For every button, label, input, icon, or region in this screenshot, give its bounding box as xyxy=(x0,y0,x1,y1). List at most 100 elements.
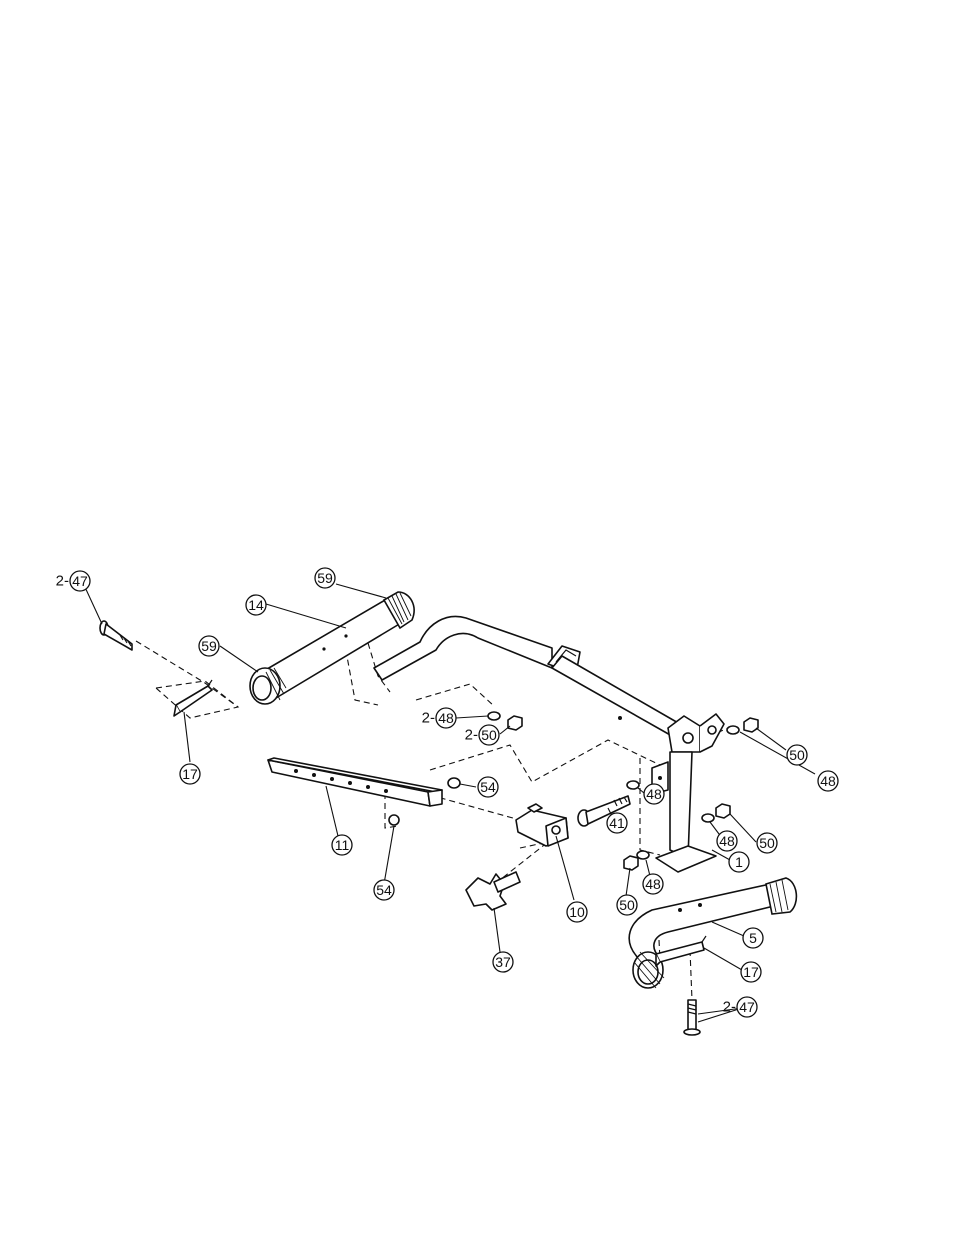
callout-number: 10 xyxy=(569,904,585,920)
callout-c-2-47-top: 472- xyxy=(56,570,91,592)
callout-circle xyxy=(198,635,220,657)
callout-c-2-50: 502- xyxy=(465,724,500,746)
callout-quantity-prefix: 2- xyxy=(465,727,478,744)
callout-number: 47 xyxy=(739,999,755,1015)
callout-circle xyxy=(492,951,514,973)
callout-c-1: 1 xyxy=(728,851,750,873)
nut-50-b xyxy=(743,717,759,733)
callout-number: 1 xyxy=(735,854,743,870)
washer-48-c xyxy=(626,780,640,790)
callout-circle xyxy=(606,812,628,834)
callout-number: 54 xyxy=(376,882,392,898)
callout-number: 5 xyxy=(749,930,757,946)
nut-50-a xyxy=(507,715,523,731)
nut-54-a xyxy=(447,777,461,789)
callout-number: 48 xyxy=(438,710,454,726)
callout-c-5: 5 xyxy=(742,927,764,949)
callout-c-48-mid: 48 xyxy=(643,783,665,805)
callout-number: 48 xyxy=(645,876,661,892)
callout-c-11: 11 xyxy=(331,834,353,856)
nut-54-b xyxy=(388,814,400,826)
adjustable-tube-11 xyxy=(267,757,443,807)
callout-c-50-right-top: 50 xyxy=(786,744,808,766)
callout-circle xyxy=(245,594,267,616)
callout-number: 48 xyxy=(820,773,836,789)
callout-circle xyxy=(477,776,499,798)
stabilizer-tube-14 xyxy=(261,595,407,699)
callout-c-37: 37 xyxy=(492,951,514,973)
callout-c-50-right-mid: 50 xyxy=(756,832,778,854)
callout-number: 54 xyxy=(480,779,496,795)
callout-number: 14 xyxy=(248,597,264,613)
callout-c-48-right-mid: 48 xyxy=(716,830,738,852)
washer-48-d xyxy=(701,813,715,823)
callout-circle xyxy=(643,783,665,805)
callout-circle xyxy=(331,834,353,856)
callout-circle xyxy=(716,830,738,852)
callout-circle xyxy=(756,832,778,854)
callout-c-2-48: 482- xyxy=(422,707,457,729)
callout-c-17-left: 17 xyxy=(179,763,201,785)
callout-c-54-bottom: 54 xyxy=(373,879,395,901)
callout-number: 37 xyxy=(495,954,511,970)
callout-circle xyxy=(740,961,762,983)
callout-number: 17 xyxy=(182,766,198,782)
callout-number: 50 xyxy=(759,835,775,851)
callout-circle xyxy=(728,851,750,873)
callout-quantity-prefix: 2- xyxy=(56,573,69,590)
callout-number: 41 xyxy=(609,815,625,831)
end-cap-59-left xyxy=(249,667,287,705)
main-frame-1 xyxy=(373,615,725,873)
callout-c-17-right: 17 xyxy=(740,961,762,983)
callout-circle xyxy=(478,724,500,746)
bolt-47-top xyxy=(99,620,133,651)
end-cap-59-top xyxy=(382,591,415,630)
callout-number: 47 xyxy=(72,573,88,589)
callout-circle xyxy=(616,894,638,916)
callout-circle xyxy=(435,707,457,729)
callout-number: 48 xyxy=(646,786,662,802)
callout-number: 11 xyxy=(335,837,350,853)
callout-number: 50 xyxy=(789,747,805,763)
callout-c-10: 10 xyxy=(566,901,588,923)
callout-c-2-47-bottom: 472- xyxy=(723,996,758,1018)
bracket-17-right xyxy=(655,935,707,967)
callout-c-48-bottom: 48 xyxy=(642,873,664,895)
callout-circle xyxy=(373,879,395,901)
callout-c-50-bottom: 50 xyxy=(616,894,638,916)
washer-48-e xyxy=(636,850,650,860)
washer-48-a xyxy=(487,711,501,721)
callout-circle xyxy=(736,996,758,1018)
callout-c-48-right-top: 48 xyxy=(817,770,839,792)
bracket-10 xyxy=(515,803,569,847)
bolt-41 xyxy=(577,795,631,827)
callout-circle xyxy=(786,744,808,766)
callout-circle xyxy=(314,567,336,589)
callout-number: 59 xyxy=(201,638,217,654)
callout-c-59-left: 59 xyxy=(198,635,220,657)
callout-circle xyxy=(642,873,664,895)
end-cap-rear-top xyxy=(765,877,798,915)
leader-lines xyxy=(83,583,816,1023)
callout-circle xyxy=(566,901,588,923)
washer-48-b xyxy=(726,725,740,735)
callout-number: 50 xyxy=(619,897,635,913)
callout-c-54-top: 54 xyxy=(477,776,499,798)
callout-number: 48 xyxy=(719,833,735,849)
callout-number: 17 xyxy=(743,964,759,980)
callout-circle xyxy=(742,927,764,949)
callout-number: 50 xyxy=(481,727,497,743)
callout-circle xyxy=(179,763,201,785)
callout-c-14: 14 xyxy=(245,594,267,616)
bracket-17-left xyxy=(173,679,213,717)
callout-c-59-top: 59 xyxy=(314,567,336,589)
callout-quantity-prefix: 2- xyxy=(723,999,736,1016)
hardware-set xyxy=(388,711,759,871)
nut-50-c xyxy=(715,803,731,819)
nut-50-d xyxy=(623,855,639,871)
knob-37 xyxy=(465,871,521,911)
callout-number: 59 xyxy=(317,570,333,586)
callout-circle xyxy=(817,770,839,792)
